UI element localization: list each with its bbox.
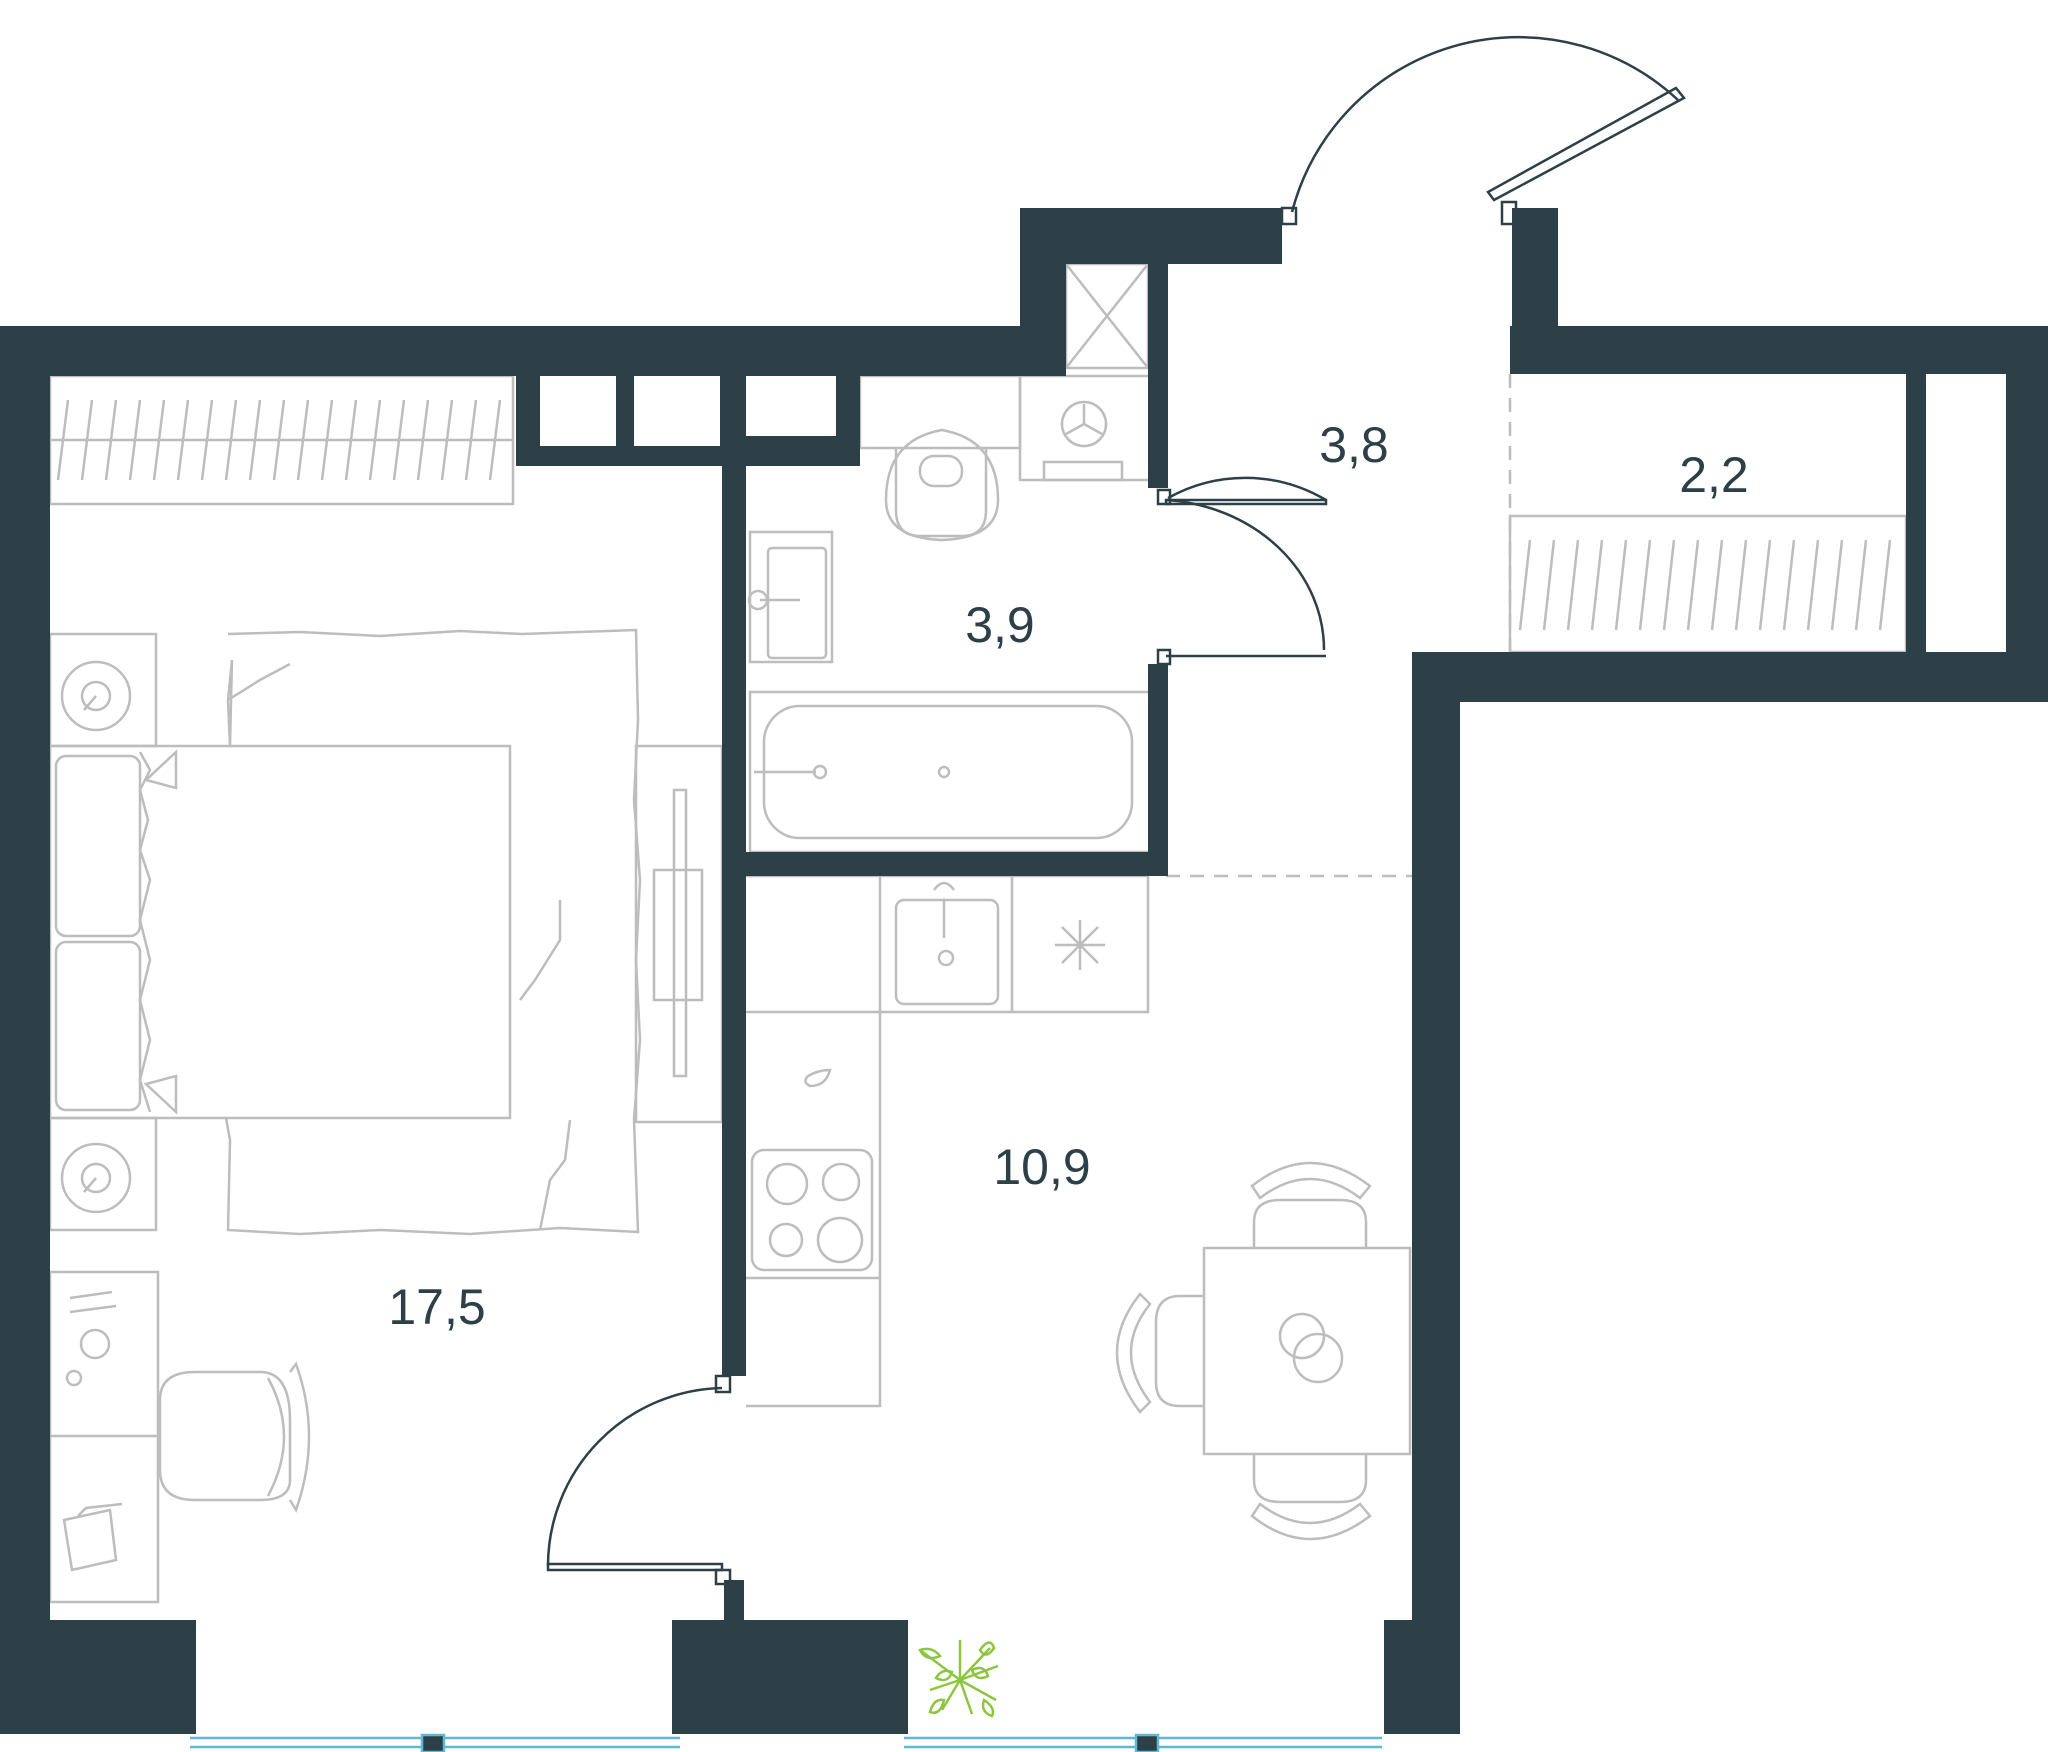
wall-left: [0, 326, 50, 1734]
plant-icon: [918, 1640, 999, 1718]
wall-bottom-mid: [672, 1620, 908, 1734]
wall-storage-niche: [1926, 374, 2006, 652]
desk-chair: [158, 1361, 311, 1513]
zone-dividers: [1166, 374, 1512, 878]
kitchen-sink: [894, 881, 1000, 1006]
dining-chair-left: [1115, 1292, 1204, 1414]
wall-bedroom-bath: [722, 446, 746, 1376]
wall-top-left: [0, 326, 1066, 376]
bathtub: [748, 690, 1152, 854]
wall-bottom-right: [1384, 1620, 1460, 1734]
room-labels: 17,5 3,9 3,8 2,2 10,9: [388, 417, 1748, 1335]
wall-bath-right-lower: [1148, 664, 1168, 876]
fridge-star: [1055, 920, 1105, 970]
wall-entry-left-post: [1020, 208, 1282, 264]
wall-bath-right-upper: [1148, 264, 1168, 488]
nightstand-top: [48, 632, 158, 748]
bathroom-fan-box: [1018, 374, 1154, 482]
windows-layer: [190, 1733, 1382, 1752]
wall-entry-right: [1512, 208, 1558, 326]
room-area-bedroom: 17,5: [388, 1279, 485, 1335]
oil-drop: [804, 1068, 832, 1088]
room-area-bathroom: 3,9: [965, 597, 1035, 653]
room-area-kitchen: 10,9: [993, 1139, 1090, 1195]
furniture-layer: [48, 262, 1412, 1604]
window-kitchen: [904, 1733, 1382, 1752]
dining-chair-top: [1250, 1161, 1372, 1248]
wall-bottom-mid-post: [724, 1580, 744, 1620]
wall-bottom-left: [0, 1620, 196, 1734]
tv-unit: [634, 744, 724, 1124]
storage-shelf: [1508, 514, 1908, 654]
bed: [48, 628, 642, 1236]
door-entrance[interactable]: [1280, 35, 1686, 226]
dining-chair-bottom: [1250, 1454, 1372, 1541]
wall-bath-bottom: [722, 852, 1166, 876]
bathroom-sink: [747, 530, 834, 664]
door-bedroom[interactable]: [546, 1374, 732, 1586]
room-area-storage: 2,2: [1679, 447, 1749, 503]
walls-layer: [0, 208, 2048, 1734]
vent-box-divider-1: [616, 376, 634, 466]
door-bathroom[interactable]: [1156, 476, 1328, 666]
dining-table: [1202, 1246, 1412, 1456]
vent-shaft: [1064, 262, 1150, 370]
room-area-hall: 3,8: [1319, 417, 1389, 473]
nightstand-bottom: [48, 1116, 158, 1232]
bedroom-wardrobe: [48, 374, 515, 506]
cooktop: [750, 1148, 874, 1272]
window-bedroom: [190, 1733, 680, 1752]
vent-box-bottom-right: [740, 436, 860, 466]
toilet: [858, 374, 1022, 542]
wall-kitchen-right: [1412, 652, 1460, 1734]
desk: [48, 1270, 160, 1604]
wall-storage-bottom: [1412, 652, 2048, 702]
doors-layer: [546, 35, 1686, 1586]
